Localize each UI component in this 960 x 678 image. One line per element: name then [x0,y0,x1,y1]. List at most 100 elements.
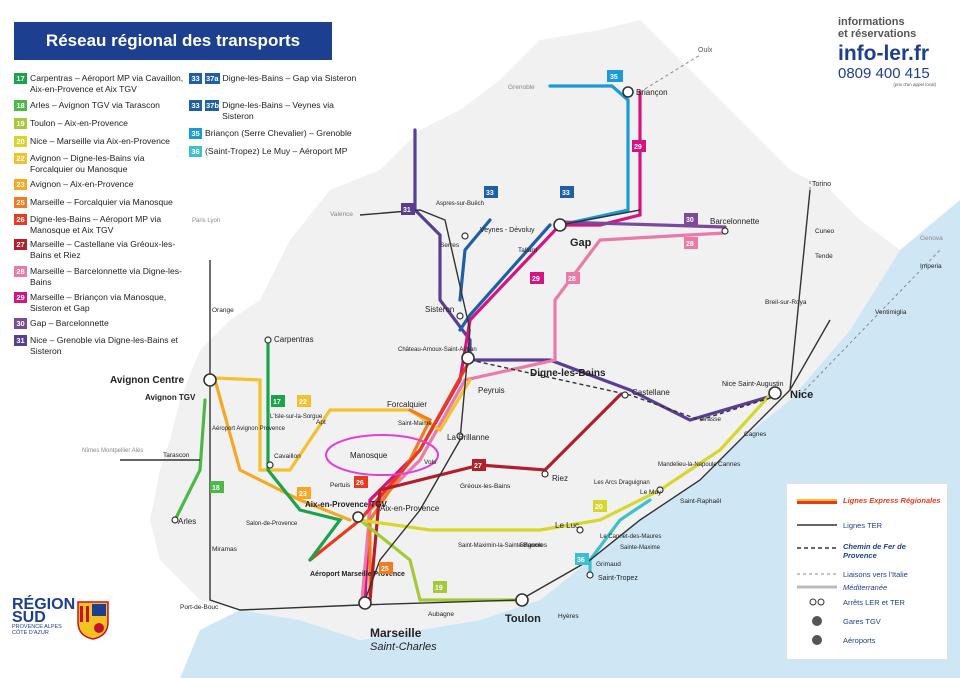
city-saint-maime: Saint-Maime [398,421,432,427]
city-forcalquier: Forcalquier [387,400,427,409]
city-aeroport-avignon: Aéroport Avignon Provence [212,426,286,432]
city-aix-tgv: Aix-en-Provence TGV [305,500,387,509]
info-site-link[interactable]: info-ler.fr [838,42,930,65]
line-31 [413,128,777,422]
city-ventimiglia: Ventimiglia [875,309,907,316]
city-breil: Breil-sur-Roya [765,299,807,306]
city-toulon: Toulon [505,613,541,625]
line-29 [363,90,642,602]
legend-med: Méditerranée [843,583,888,592]
city-gap: Gap [570,237,592,249]
legend-arrets: Arrêts LER et TER [843,598,905,607]
legend-symbols [797,499,837,645]
line-30 [558,220,727,229]
city-port-de-bouc: Port-de-Bouc [180,604,219,611]
city-imperia: Imperia [920,263,942,270]
legend-italie: Liaisons vers l'Italie [843,570,908,579]
svg-text:36: 36 [577,557,585,564]
svg-text:35: 35 [610,74,618,81]
svg-text:28: 28 [568,276,576,283]
city-nimes: Nîmes Montpellier Alès [82,448,143,454]
ter-lines [120,189,831,611]
svg-text:29: 29 [634,144,642,151]
manosque-highlight [325,434,439,476]
legend-gares: Gares TGV [843,617,881,626]
city-oulx: Oulx [698,47,713,54]
city-avignon-tgv: Avignon TGV [145,393,196,402]
svg-text:25: 25 [381,566,389,573]
city-mandelieu: Mandelieu-la-Napoule [658,462,717,468]
region-land [150,20,900,640]
legend-aeroports: Aéroports [843,636,876,645]
city-orange: Orange [212,307,234,314]
city-le-luc: Le Luc [555,521,579,530]
region-sub: PROVENCE ALPES CÔTE D'AZUR [12,624,62,636]
city-greoux: Gréoux-les-Bains [460,483,511,490]
city-tallard: Tallard [518,247,538,254]
city-chateau: Château-Arnoux-Saint-Auban [398,347,477,353]
city-pertuis: Pertuis [330,482,351,489]
city-nice-sa: Nice Saint-Augustin [722,381,784,388]
city-les-arcs: Les Arcs Draguignan [594,480,650,486]
info-phone[interactable]: 0809 400 415 [838,65,930,82]
svg-text:31: 31 [403,207,411,214]
city-cannes: Cannes [718,461,741,468]
city-salon: Salon-de-Provence [246,521,298,527]
city-tende: Tende [815,253,833,260]
svg-text:23: 23 [299,491,307,498]
city-manosque: Manosque [350,451,388,460]
city-aix: Aix-en-Provence [380,504,440,513]
city-miramas: Miramas [212,546,238,553]
city-marseille: Marseille [370,626,422,640]
line-19 [358,518,522,602]
svg-text:33: 33 [486,190,494,197]
city-torino: Torino [812,181,831,188]
line-20 [358,393,772,532]
line-33b [458,218,492,302]
city-grimaud: Grimaud [596,561,621,568]
line-26 [308,358,472,562]
city-la-brillanne: La Brillanne [447,433,490,442]
legend-item: 36(Saint-Tropez) Le Muy – Aéroport MP [189,146,359,157]
info-panel: informations et réservations info-ler.fr… [838,16,950,87]
city-hyeres: Hyères [558,613,579,620]
legend-ler: Lignes Express Régionales [843,496,941,505]
city-nice: Nice [790,389,813,401]
legend-cp: Chemin de Fer de Provence [843,542,906,560]
region-name-2: SUD [12,609,46,626]
region-logo: RÉGION SUD PROVENCE ALPES CÔTE D'AZUR [12,596,76,637]
svg-text:18: 18 [212,485,220,492]
city-carpentras: Carpentras [274,335,314,344]
city-brignoles: Brignoles [520,542,548,549]
line-35 [548,84,630,227]
line-23 [213,378,352,522]
city-aspres: Aspres-sur-Buëch [436,201,484,207]
line-33 [458,223,552,332]
city-isle: L'Isle-sur-la-Sorgue [270,414,323,420]
city-saint-tropez: Saint-Tropez [598,575,638,582]
svg-text:28: 28 [686,241,694,248]
city-cagnes: Cagnes [744,431,767,438]
city-vols: Vols [424,459,437,466]
city-riez: Riez [552,474,568,483]
city-arles: Arles [178,517,196,526]
city-grasse: Grasse [700,416,721,423]
region-name-1: RÉGION [12,596,76,613]
minor-stations [171,227,729,579]
svg-text:27: 27 [474,463,482,470]
city-aubagne: Aubagne [428,611,454,618]
info-note: (prix d'un appel local) [893,82,936,87]
city-briancon: Briançon [636,88,668,97]
svg-text:20: 20 [595,504,603,511]
page-title: Réseau régional des transports [14,22,332,60]
